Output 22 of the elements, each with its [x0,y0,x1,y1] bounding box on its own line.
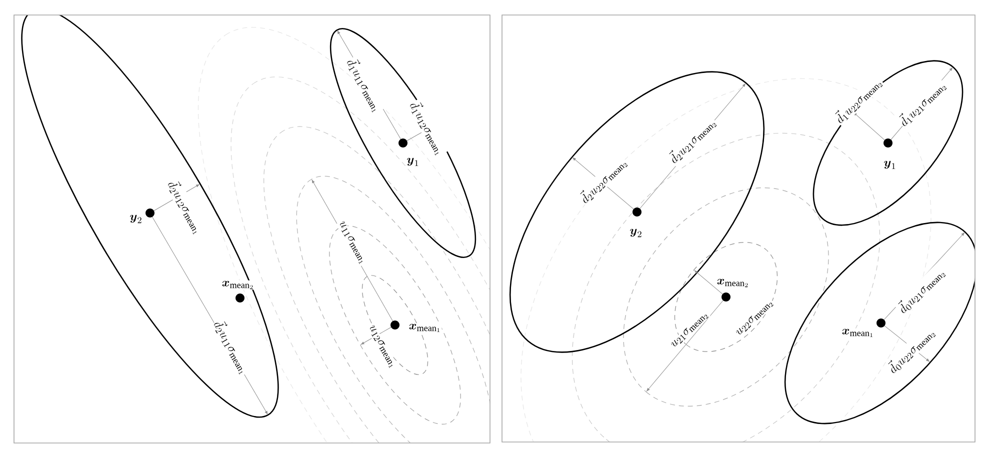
formula-label: $u_{12}\sigma_{\mathrm{mean}_1}$ [366,324,398,370]
formula-label: $\vec{d}_2 u_{11}\sigma_{\mathrm{mean}_1}$ [210,317,254,377]
formula-label: $\boldsymbol{y}_1$ [406,157,420,167]
formula-label: $\boldsymbol{x}_{\mathrm{mean}_1}$ [841,328,875,338]
formula-label: $\vec{d}_2 u_{22}\sigma_{\mathrm{mean}_2}$ [576,153,630,207]
formula-label: $\vec{d}_1 u_{21}\sigma_{\mathrm{mean}_2}$ [895,76,949,130]
formula-label: $\vec{d}_2 u_{21}\sigma_{\mathrm{mean}_2}$ [665,113,719,167]
formula-label: $u_{22}\sigma_{\mathrm{mean}_2}$ [734,298,776,338]
formula-label: $\vec{d}_0 u_{22}\sigma_{\mathrm{mean}_2}$ [884,323,938,377]
formula-label: $\boldsymbol{x}_{\mathrm{mean}_1}$ [408,323,442,333]
formula-label: $u_{11}\sigma_{\mathrm{mean}_1}$ [336,220,368,266]
formula-label: $\boldsymbol{x}_{\mathrm{mean}_2}$ [221,280,255,290]
formula-label: $\vec{d}_2 u_{12}\sigma_{\mathrm{mean}_1}$ [164,177,208,237]
formula-label: $\vec{d}_1 u_{12}\sigma_{\mathrm{mean}_1}$ [406,98,450,158]
formula-label: $u_{21}\sigma_{\mathrm{mean}_2}$ [670,310,710,350]
formula-label: $\boldsymbol{y}_2$ [129,214,143,224]
formula-label: $\vec{d}_1 u_{11}\sigma_{\mathrm{mean}_1}$ [343,55,387,115]
formula-label: $\boldsymbol{y}_2$ [629,228,643,238]
formula-label: $\boldsymbol{y}_1$ [883,160,897,170]
formula-label: $\vec{d}_1 u_{22}\sigma_{\mathrm{mean}_2}$ [831,73,885,127]
formula-label: $\vec{d}_0 u_{21}\sigma_{\mathrm{mean}_2}$ [894,263,948,317]
formula-label: $\boldsymbol{x}_{\mathrm{mean}_2}$ [716,278,750,288]
